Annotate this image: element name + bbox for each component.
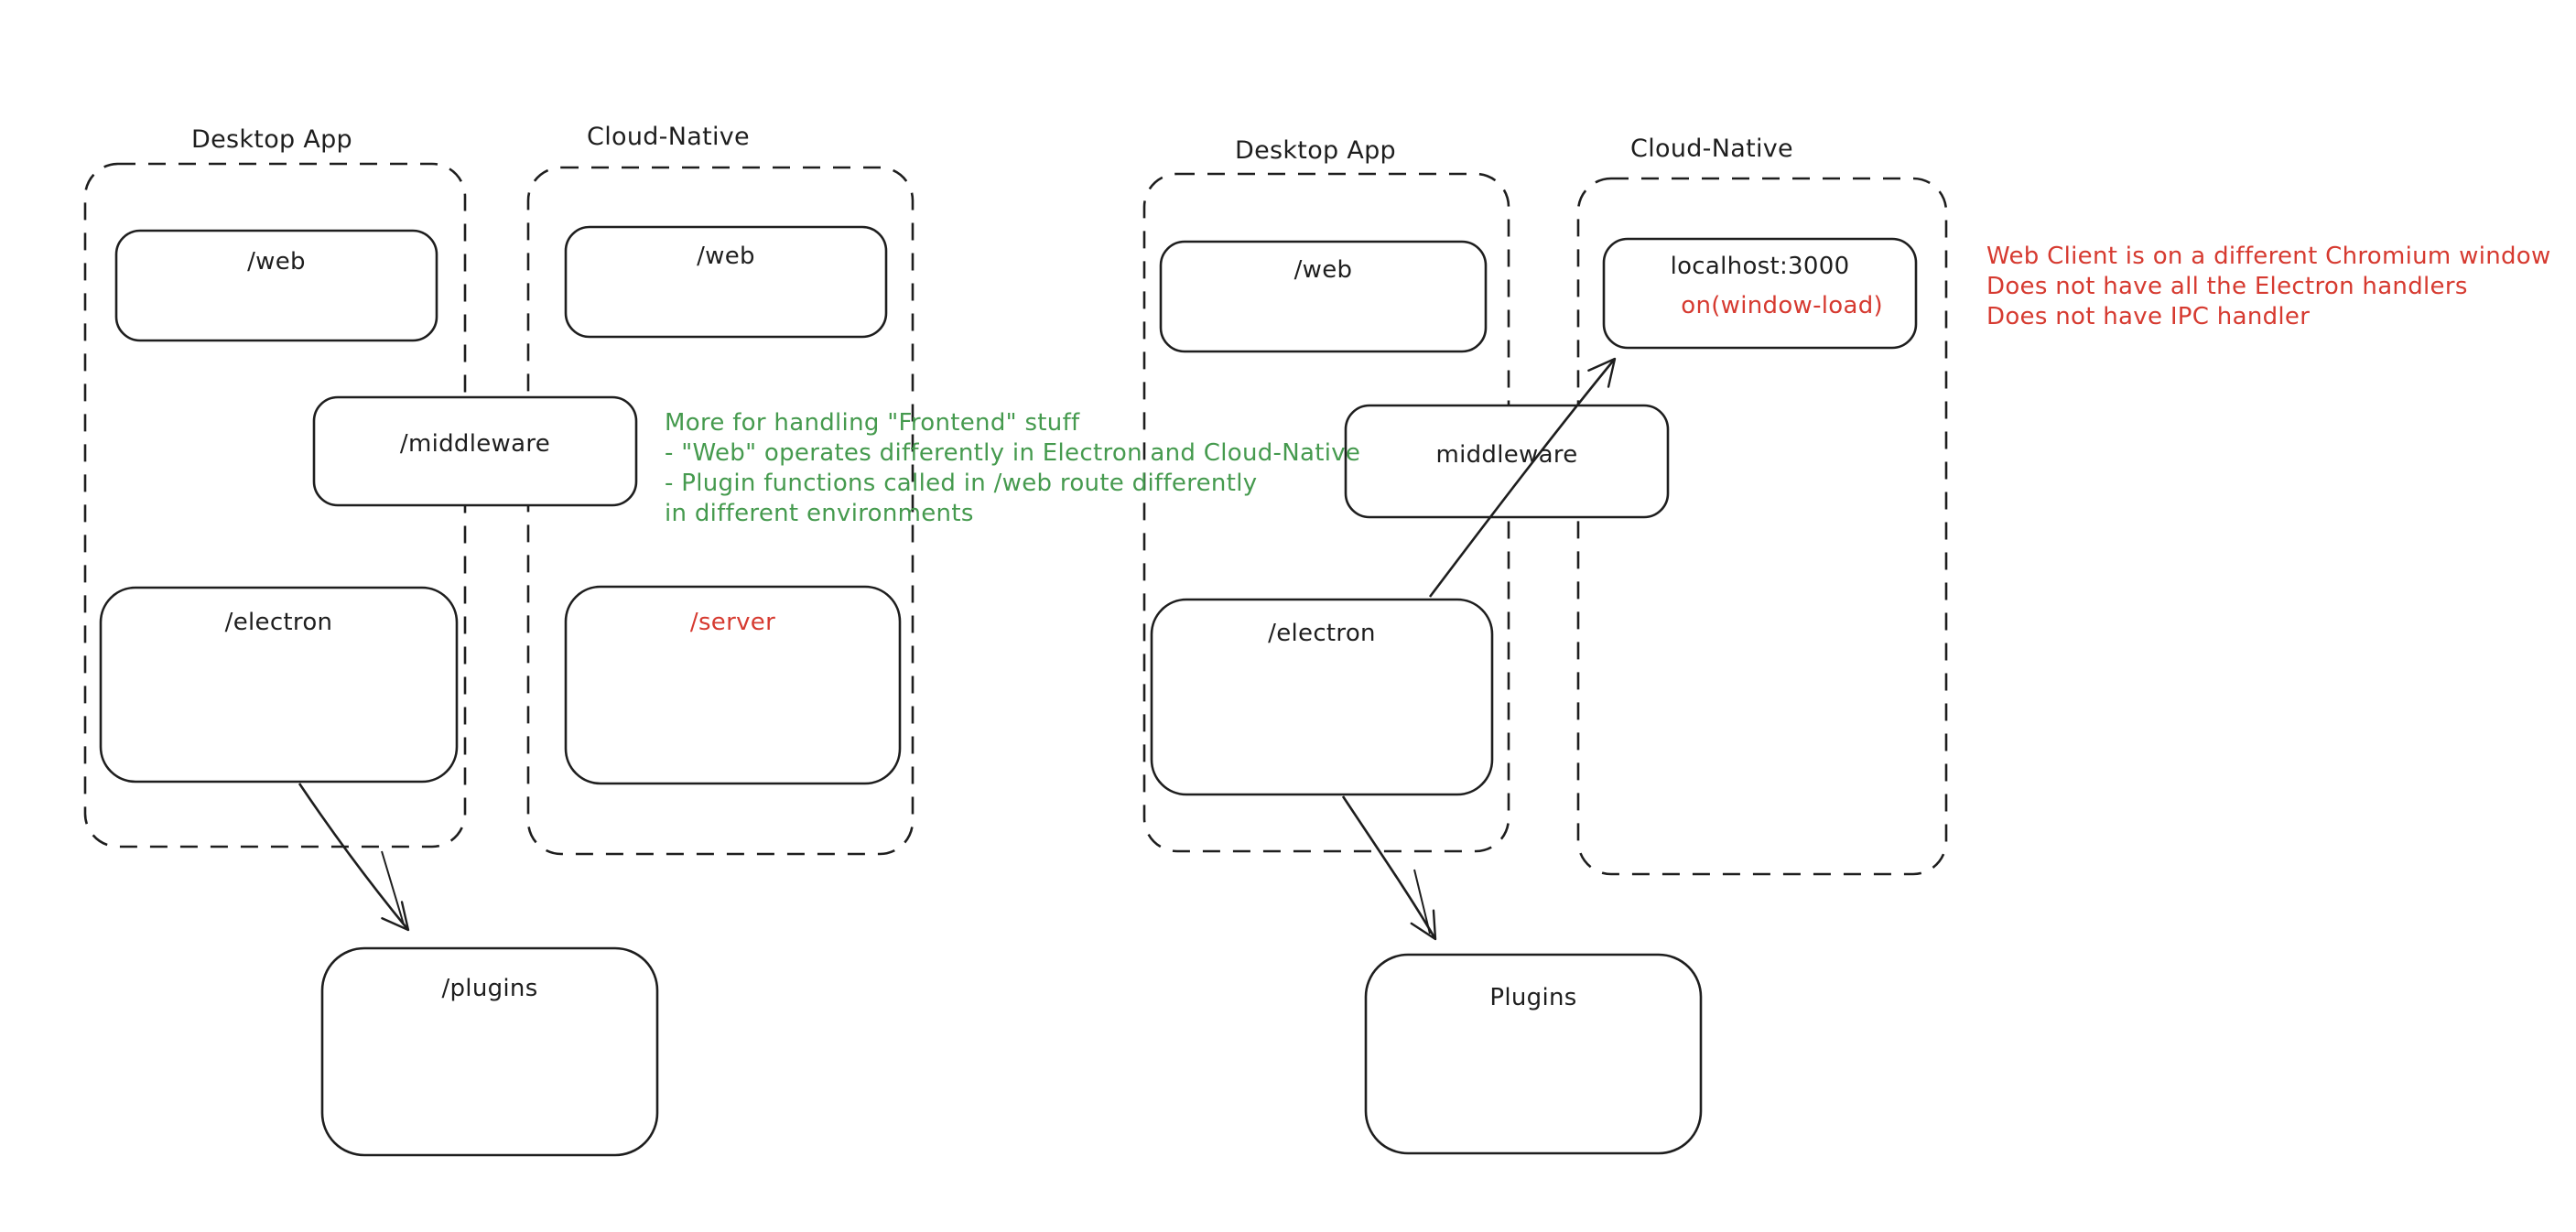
label-plugins-right: Plugins	[1489, 984, 1577, 1011]
label-electron-left: /electron	[224, 609, 333, 636]
box-plugins-right	[1364, 953, 1703, 1155]
arrow-electron-to-plugins-right	[1341, 795, 1437, 941]
label-electron-right: /electron	[1268, 620, 1376, 647]
label-cloud-native-left: Cloud-Native	[587, 123, 750, 151]
label-middleware-left: /middleware	[399, 430, 551, 458]
box-web-cloud-left	[564, 225, 888, 339]
label-web-desktop-right: /web	[1293, 256, 1353, 284]
box-electron-left	[99, 586, 459, 784]
label-web-cloud-left: /web	[697, 243, 755, 270]
box-electron-right	[1150, 598, 1494, 796]
label-localhost-3000: localhost:3000	[1670, 253, 1850, 280]
annotation-green-note: More for handling "Frontend" stuff - "We…	[665, 408, 1360, 529]
container-desktop-app-right	[1142, 172, 1510, 853]
arrow-electron-to-localhost-right	[1428, 357, 1617, 598]
label-plugins-left: /plugins	[441, 975, 538, 1002]
box-middleware-left	[312, 395, 638, 507]
annotation-green-line: - Plugin functions called in /web route …	[665, 470, 1258, 497]
box-middleware-right	[1344, 404, 1670, 519]
arrow-sketch-stroke-left	[381, 850, 405, 925]
label-cloud-native-right: Cloud-Native	[1630, 135, 1793, 163]
label-on-window-load: on(window-load)	[1681, 292, 1883, 319]
label-desktop-app-left: Desktop App	[191, 125, 352, 154]
annotation-red-note: Web Client is on a different Chromium wi…	[1986, 242, 2551, 332]
annotation-red-line: Does not have IPC handler	[1986, 303, 2311, 330]
container-cloud-native-right	[1576, 177, 1948, 876]
box-localhost-3000	[1602, 237, 1918, 350]
annotation-red-line: Does not have all the Electron handlers	[1986, 273, 2468, 300]
label-desktop-app-right: Desktop App	[1235, 136, 1396, 165]
arrow-sketch-stroke-right	[1413, 869, 1431, 935]
box-plugins-left	[320, 946, 659, 1157]
localhost-box-text: localhost:3000 on(window-load)	[1604, 239, 1916, 348]
box-server-left	[564, 585, 902, 785]
annotation-green-line: - "Web" operates differently in Electron…	[665, 439, 1361, 467]
arrow-electron-to-plugins-left	[298, 783, 410, 932]
annotation-red-line: Web Client is on a different Chromium wi…	[1986, 243, 2551, 270]
label-server-left: /server	[689, 609, 776, 636]
container-cloud-native-left	[526, 166, 915, 856]
annotation-green-line: More for handling "Frontend" stuff	[665, 409, 1080, 437]
box-web-desktop-left	[114, 229, 438, 342]
box-web-desktop-right	[1159, 240, 1488, 353]
label-web-desktop-left: /web	[247, 248, 306, 276]
annotation-green-line: in different environments	[665, 500, 974, 527]
label-middleware-right: middleware	[1435, 441, 1578, 469]
